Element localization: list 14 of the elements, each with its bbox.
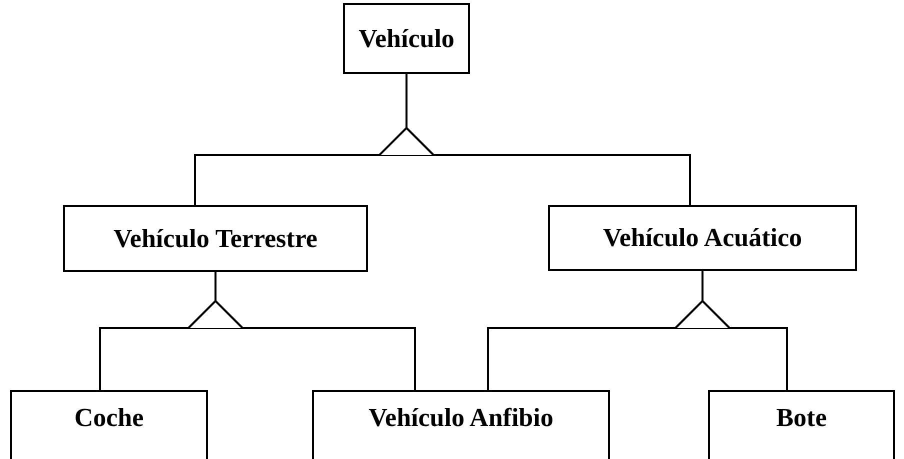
class-box [548, 205, 857, 271]
class-name: Vehículo Acuático [602, 225, 802, 251]
class-box [312, 390, 610, 459]
class-box [10, 390, 208, 459]
class-name: Coche [74, 405, 144, 431]
class-box [708, 390, 895, 459]
class-name: Vehículo Terrestre [114, 226, 318, 252]
class-name: Vehículo Anfibio [368, 405, 554, 431]
class-name: Bote [776, 405, 827, 431]
inheritance-arrow [378, 74, 691, 205]
class-box [343, 3, 470, 74]
inheritance-arrow [674, 271, 788, 390]
class-name: Vehículo [358, 26, 454, 52]
class-box [63, 205, 368, 272]
